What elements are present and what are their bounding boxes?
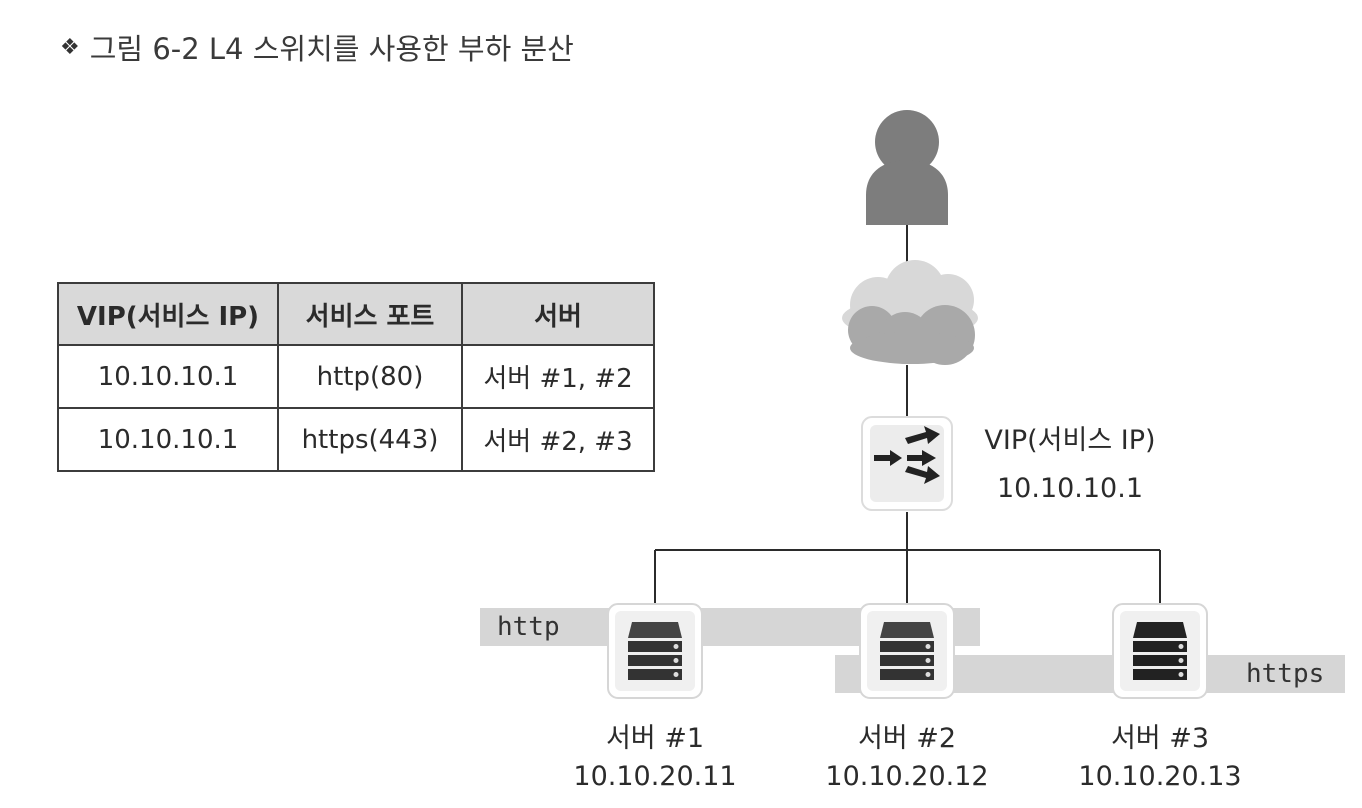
table-header: 서버 <box>461 282 655 346</box>
vip-ip: 10.10.10.1 <box>997 473 1143 504</box>
server-label: 서버 #1 10.10.20.11 <box>565 720 745 796</box>
table-cell: 10.10.10.1 <box>57 344 279 409</box>
chevron-down-icon: ❖ <box>60 34 80 60</box>
server-name: 서버 #2 <box>857 723 957 754</box>
connector-lines <box>654 225 1161 608</box>
server-icon <box>1112 603 1208 699</box>
figure-title: ❖ 그림 6-2 L4 스위치를 사용한 부하 분산 <box>60 26 574 68</box>
server-name: 서버 #3 <box>1110 723 1210 754</box>
table-header: 서비스 포트 <box>277 282 463 346</box>
switch-label: VIP(서비스 IP) 10.10.10.1 <box>965 422 1175 508</box>
server-name: 서버 #1 <box>605 723 705 754</box>
user-icon <box>866 110 948 225</box>
server-label: 서버 #3 10.10.20.13 <box>1070 720 1250 796</box>
figure-title-text: 그림 6-2 L4 스위치를 사용한 부하 분산 <box>89 32 574 66</box>
table-row: 10.10.10.1 http(80) 서버 #1, #2 <box>57 344 655 409</box>
vip-table: VIP(서비스 IP) 서비스 포트 서버 10.10.10.1 http(80… <box>57 282 655 472</box>
cloud-icon <box>842 260 978 365</box>
table-cell: 서버 #2, #3 <box>461 407 655 472</box>
table-cell: http(80) <box>277 344 463 409</box>
table-cell: https(443) <box>277 407 463 472</box>
table-cell: 서버 #1, #2 <box>461 344 655 409</box>
http-band-label: http <box>497 612 560 642</box>
server-icon <box>859 603 955 699</box>
table-header: VIP(서비스 IP) <box>57 282 279 346</box>
server-label: 서버 #2 10.10.20.12 <box>817 720 997 796</box>
l4-switch-icon <box>861 416 953 511</box>
vip-label: VIP(서비스 IP) <box>984 425 1156 456</box>
server-ip: 10.10.20.11 <box>573 761 737 792</box>
table-cell: 10.10.10.1 <box>57 407 279 472</box>
table-row: 10.10.10.1 https(443) 서버 #2, #3 <box>57 407 655 472</box>
https-band-label: https <box>1246 659 1325 689</box>
server-icon <box>607 603 703 699</box>
table-header-row: VIP(서비스 IP) 서비스 포트 서버 <box>57 282 655 346</box>
server-ip: 10.10.20.13 <box>1078 761 1242 792</box>
server-ip: 10.10.20.12 <box>825 761 989 792</box>
